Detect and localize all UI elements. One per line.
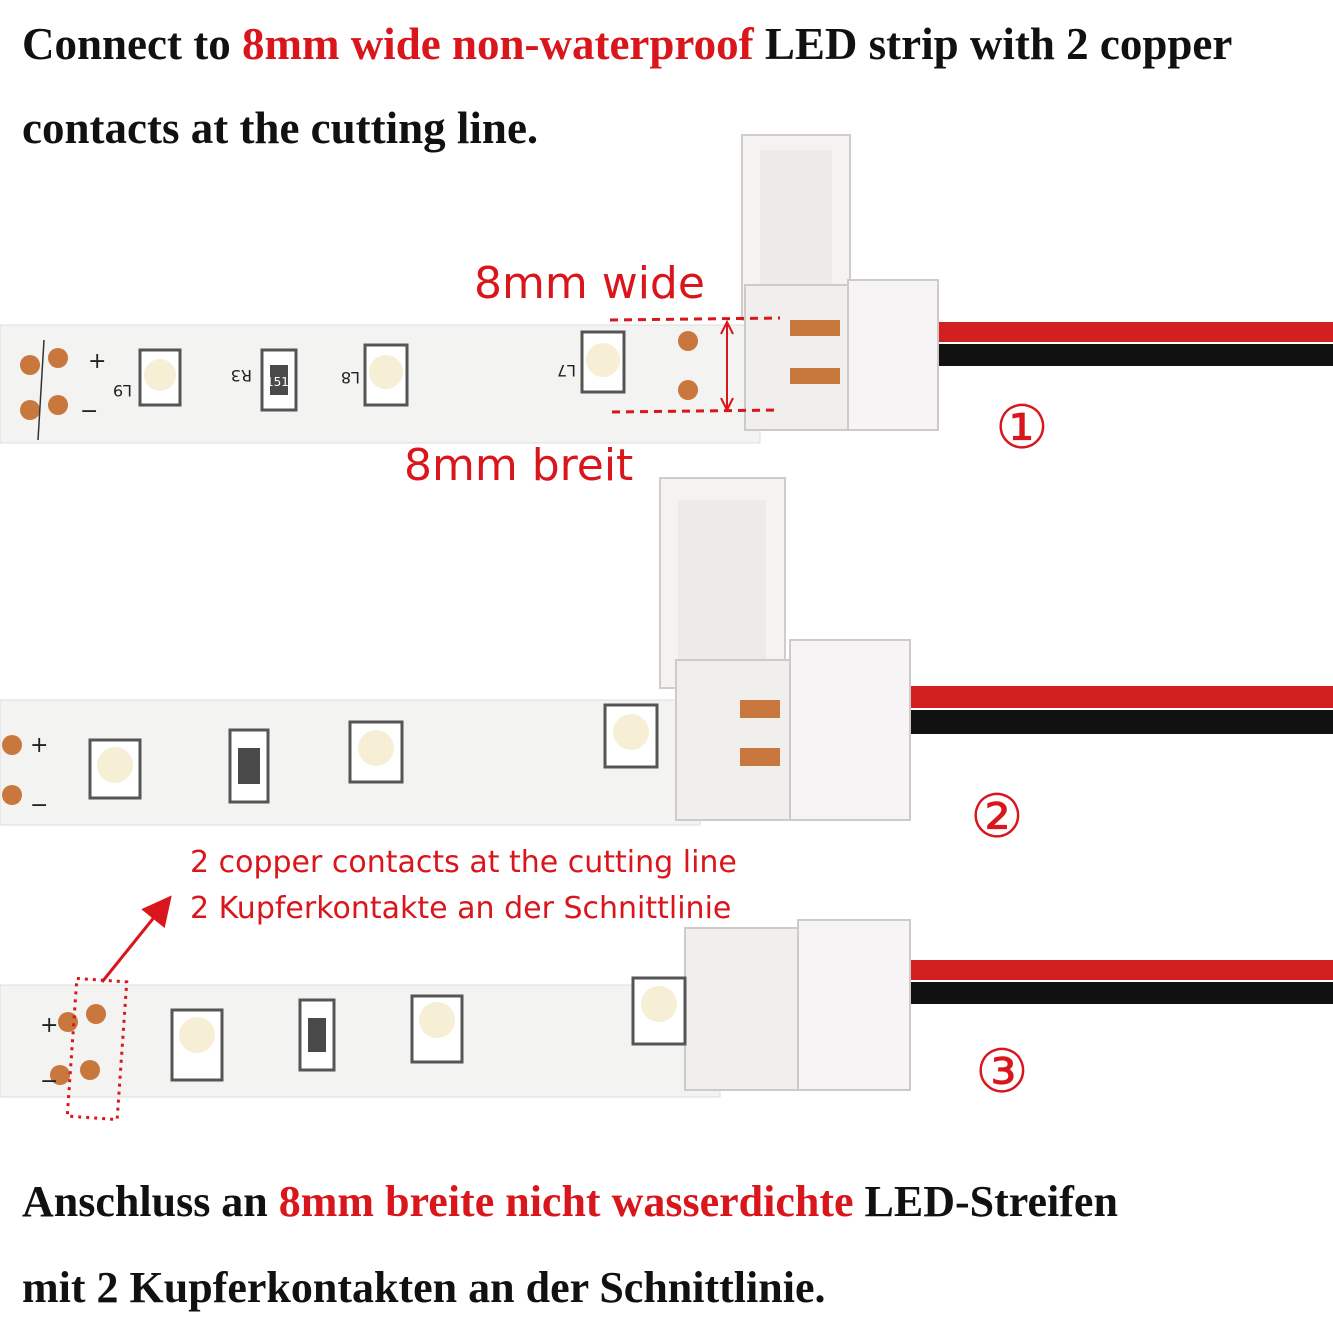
step-2: ②: [970, 782, 1024, 852]
copper-pad: [20, 400, 40, 420]
contact-pin: [740, 700, 780, 718]
connector-housing: [789, 639, 911, 821]
measure-label-en: 8mm wide: [474, 258, 705, 309]
copper-pad: [678, 380, 698, 400]
strip-body: [0, 984, 721, 1098]
bottom-heading-line-1: Anschluss an 8mm breite nicht wasserdich…: [22, 1176, 1118, 1227]
connector-housing: [847, 279, 939, 431]
copper-pad: [50, 1065, 70, 1085]
copper-pad: [2, 785, 22, 805]
strip-label-minus: −: [80, 399, 98, 424]
wire-red: [895, 960, 1333, 980]
note-line-de: 2 Kupferkontakte an der Schnittlinie: [190, 891, 731, 926]
strip-1: [0, 134, 1333, 444]
connector-base: [675, 659, 807, 821]
note-line-en: 2 copper contacts at the cutting line: [190, 845, 737, 880]
copper-pad: [678, 331, 698, 351]
connector-housing: [797, 919, 911, 1091]
strip-label-plus: +: [30, 733, 48, 758]
measure-line-bottom: [611, 408, 781, 414]
top-heading-highlight: 8mm wide non-waterproof: [241, 19, 754, 69]
copper-pad: [80, 1060, 100, 1080]
strip-label-minus: −: [40, 1069, 58, 1094]
copper-pad: [48, 395, 68, 415]
pointer-arrow: [100, 895, 172, 983]
strip-label-l9: L9: [113, 381, 132, 400]
top-heading-prefix: Connect to: [22, 19, 242, 69]
strip-2: [0, 477, 1333, 826]
strip-label-r3: R3: [231, 366, 252, 385]
wire-black: [930, 344, 1333, 366]
bottom-heading-suffix: LED-Streifen: [853, 1177, 1118, 1226]
strip-label-151: 151: [266, 375, 289, 389]
wire-red: [930, 322, 1333, 342]
strip-label-plus: +: [40, 1013, 58, 1038]
copper-pad: [2, 735, 22, 755]
copper-pad: [20, 355, 40, 375]
strip-label-plus: +: [88, 349, 106, 374]
bottom-heading-prefix: Anschluss an: [22, 1177, 279, 1226]
strip-label-minus: −: [30, 793, 48, 818]
copper-pad: [48, 348, 68, 368]
copper-pad: [86, 1004, 106, 1024]
strip-3: [0, 895, 1333, 1122]
bottom-heading-line-2: mit 2 Kupferkontakten an der Schnittlini…: [22, 1263, 826, 1312]
top-heading-line-2: contacts at the cutting line.: [22, 103, 539, 153]
top-heading-suffix: LED strip with 2 copper: [753, 19, 1233, 69]
strip-label-l7: L7: [557, 361, 576, 380]
strip-label-l8: L8: [341, 368, 360, 387]
copper-pad: [58, 1012, 78, 1032]
wire-red: [905, 686, 1333, 708]
wire-black: [905, 710, 1333, 734]
connector-base: [684, 927, 801, 1091]
step-1: ①: [995, 393, 1049, 463]
wire-black: [895, 982, 1333, 1004]
contact-pin: [790, 368, 840, 384]
bottom-heading-highlight: 8mm breite nicht wasserdichte: [278, 1177, 854, 1226]
contact-pin: [740, 748, 780, 766]
connector-base: [744, 284, 856, 431]
step-3: ③: [975, 1037, 1029, 1107]
top-heading-line-1: Connect to 8mm wide non-waterproof LED s…: [22, 18, 1232, 70]
contact-pin: [790, 320, 840, 336]
measure-label-de: 8mm breit: [404, 440, 633, 491]
measure-line-top: [609, 316, 781, 322]
